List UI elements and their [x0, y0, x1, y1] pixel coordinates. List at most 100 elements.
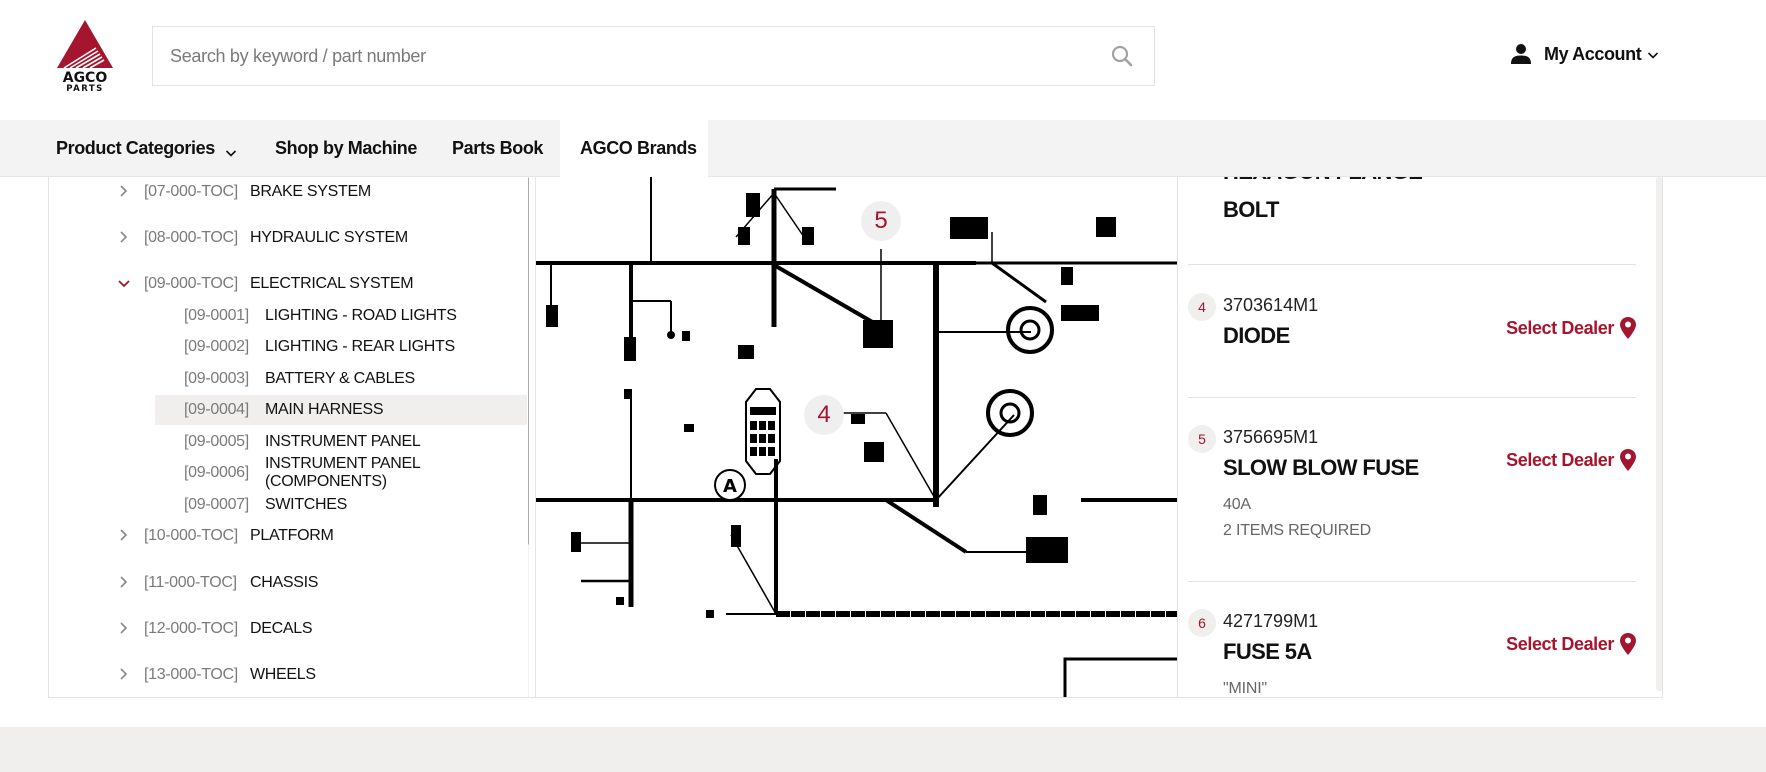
- tree-item-code: [11-000-TOC]: [144, 574, 237, 591]
- tree-item-name: BRAKE SYSTEM: [250, 183, 371, 200]
- nav-product-categories-label: Product Categories: [56, 138, 215, 158]
- tree-scrollbar-thumb[interactable]: [528, 177, 529, 545]
- select-dealer-button[interactable]: Select Dealer: [1506, 633, 1636, 655]
- diagram-callout-4[interactable]: 4: [804, 395, 844, 435]
- user-icon: [1510, 43, 1532, 65]
- part-ref-badge[interactable]: 5: [1188, 425, 1216, 453]
- page-footer-strip: [0, 727, 1766, 772]
- chevron-right-icon: [117, 528, 131, 542]
- tree-subitem[interactable]: [09-0005] INSTRUMENT PANEL: [49, 427, 527, 457]
- part-name: DIODE: [1223, 323, 1290, 348]
- select-dealer-label: Select Dealer: [1506, 449, 1614, 470]
- wiring-diagram[interactable]: A 5 4: [535, 177, 1178, 697]
- tree-item[interactable]: [10-000-TOC] PLATFORM: [49, 521, 527, 551]
- tree-subitem-selected[interactable]: [09-0004] MAIN HARNESS: [155, 395, 527, 425]
- part-divider: [1188, 397, 1636, 398]
- tree-subitem[interactable]: [09-0003] BATTERY & CABLES: [49, 364, 527, 394]
- tree-item-code: [12-000-TOC]: [144, 620, 238, 637]
- tree-item-code: [09-0004]: [184, 401, 249, 418]
- part-name: SLOW BLOW FUSE: [1223, 455, 1419, 480]
- tree-item-code: [13-000-TOC]: [144, 666, 238, 683]
- select-dealer-label: Select Dealer: [1506, 317, 1614, 338]
- chevron-right-icon: [117, 621, 131, 635]
- tree-item-name: SWITCHES: [265, 496, 348, 513]
- nav-shop-by-machine[interactable]: Shop by Machine: [275, 138, 418, 158]
- location-pin-icon: [1620, 449, 1636, 471]
- tree-item-name: CHASSIS: [250, 574, 319, 591]
- chevron-down-icon: [1647, 48, 1659, 60]
- part-list-item[interactable]: 4 3703614M1 DIODE Select Dealer: [1188, 282, 1636, 392]
- tree-item[interactable]: [07-000-TOC] BRAKE SYSTEM: [49, 177, 527, 207]
- chevron-down-icon: [225, 143, 237, 157]
- search-input[interactable]: [170, 27, 1070, 85]
- tree-item-code: [08-000-TOC]: [144, 229, 238, 246]
- my-account-label: My Account: [1544, 43, 1642, 64]
- part-divider: [1188, 581, 1636, 582]
- part-ref-badge[interactable]: 4: [1188, 293, 1216, 321]
- site-header: AGCO PARTS My Account: [0, 0, 1766, 120]
- tree-item-name: BATTERY & CABLES: [265, 370, 415, 387]
- location-pin-icon: [1620, 317, 1636, 339]
- parts-book-panel: [07-000-TOC] BRAKE SYSTEM [08-000-TOC] H…: [48, 177, 1663, 698]
- tree-item-code: [09-0001]: [184, 307, 249, 324]
- select-dealer-button[interactable]: Select Dealer: [1506, 449, 1636, 471]
- part-name-partial-line2: BOLT: [1223, 197, 1279, 222]
- tree-item-code: [09-0002]: [184, 338, 249, 355]
- search-icon[interactable]: [1110, 44, 1134, 68]
- wiring-diagram-drawing: A: [536, 177, 1177, 697]
- part-number: 4271799M1: [1223, 611, 1319, 631]
- tree-subitem[interactable]: [09-0002] LIGHTING - REAR LIGHTS: [49, 332, 527, 362]
- my-account-menu[interactable]: My Account: [1510, 40, 1659, 68]
- main-nav: Product Categories Shop by Machine Parts…: [0, 120, 1766, 177]
- logo-text-parts: PARTS: [66, 84, 104, 92]
- part-number: 3756695M1: [1223, 427, 1319, 447]
- tree-item-code: [09-000-TOC]: [144, 275, 238, 292]
- tree-subitem[interactable]: [09-0007] SWITCHES: [49, 490, 527, 520]
- chevron-right-icon: [117, 230, 131, 244]
- nav-product-categories[interactable]: Product Categories: [56, 120, 237, 177]
- part-note: 40A: [1223, 496, 1251, 513]
- parts-list: HEXAGON FLANGE BOLT 4 3703614M1 DIODE Se…: [1178, 177, 1662, 697]
- part-name-partial: HEXAGON FLANGE: [1223, 177, 1423, 185]
- tree-item-name: MAIN HARNESS: [265, 401, 384, 418]
- tree-item-code: [09-0003]: [184, 370, 249, 387]
- tree-item-name: INSTRUMENT PANEL (COMPONENTS): [265, 455, 420, 490]
- tree-item[interactable]: [12-000-TOC] DECALS: [49, 614, 527, 644]
- location-pin-icon: [1620, 633, 1636, 655]
- tree-item-code: [07-000-TOC]: [144, 183, 238, 200]
- tree-item[interactable]: [08-000-TOC] HYDRAULIC SYSTEM: [49, 223, 527, 253]
- part-note: "MINI": [1223, 680, 1267, 697]
- part-list-item[interactable]: 5 3756695M1 SLOW BLOW FUSE 40A 2 ITEMS R…: [1188, 415, 1636, 575]
- tree-subitem[interactable]: [09-0001] LIGHTING - ROAD LIGHTS: [49, 301, 527, 331]
- diagram-marker-a-label: A: [723, 476, 737, 497]
- search-box: [152, 26, 1155, 86]
- chevron-right-icon: [117, 184, 131, 198]
- section-tree: [07-000-TOC] BRAKE SYSTEM [08-000-TOC] H…: [49, 177, 529, 697]
- nav-agco-brands[interactable]: AGCO Brands: [560, 120, 708, 177]
- nav-parts-book[interactable]: Parts Book: [452, 138, 544, 158]
- select-dealer-label: Select Dealer: [1506, 633, 1614, 654]
- tree-item[interactable]: [13-000-TOC] WHEELS: [49, 660, 527, 690]
- tree-item-name: WHEELS: [250, 666, 316, 683]
- tree-item[interactable]: [11-000-TOC] CHASSIS: [49, 568, 527, 598]
- part-ref-badge[interactable]: 6: [1188, 609, 1216, 637]
- tree-item-name: DECALS: [250, 620, 313, 637]
- part-list-item[interactable]: 6 4271799M1 FUSE 5A "MINI" Select Dealer: [1188, 599, 1636, 697]
- tree-item-name: INSTRUMENT PANEL: [265, 433, 421, 450]
- diagram-callout-5[interactable]: 5: [861, 201, 901, 241]
- tree-item-code: [09-0006]: [184, 464, 249, 481]
- parts-scrollbar-track[interactable]: [1656, 177, 1662, 691]
- tree-item-code: [10-000-TOC]: [144, 527, 238, 544]
- tree-item[interactable]: [09-000-TOC] ELECTRICAL SYSTEM: [49, 269, 527, 299]
- chevron-right-icon: [117, 575, 131, 589]
- part-number: 3703614M1: [1223, 295, 1319, 315]
- tree-item-name: ELECTRICAL SYSTEM: [250, 275, 414, 292]
- tree-item-name: LIGHTING - ROAD LIGHTS: [265, 307, 457, 324]
- tree-item-code: [09-0005]: [184, 433, 249, 450]
- tree-item-name: HYDRAULIC SYSTEM: [250, 229, 408, 246]
- tree-subitem[interactable]: [09-0006] INSTRUMENT PANEL (COMPONENTS): [49, 455, 527, 490]
- agco-parts-logo[interactable]: AGCO PARTS: [56, 20, 114, 92]
- tree-item-name: LIGHTING - REAR LIGHTS: [265, 338, 455, 355]
- select-dealer-button[interactable]: Select Dealer: [1506, 317, 1636, 339]
- part-divider: [1188, 264, 1636, 265]
